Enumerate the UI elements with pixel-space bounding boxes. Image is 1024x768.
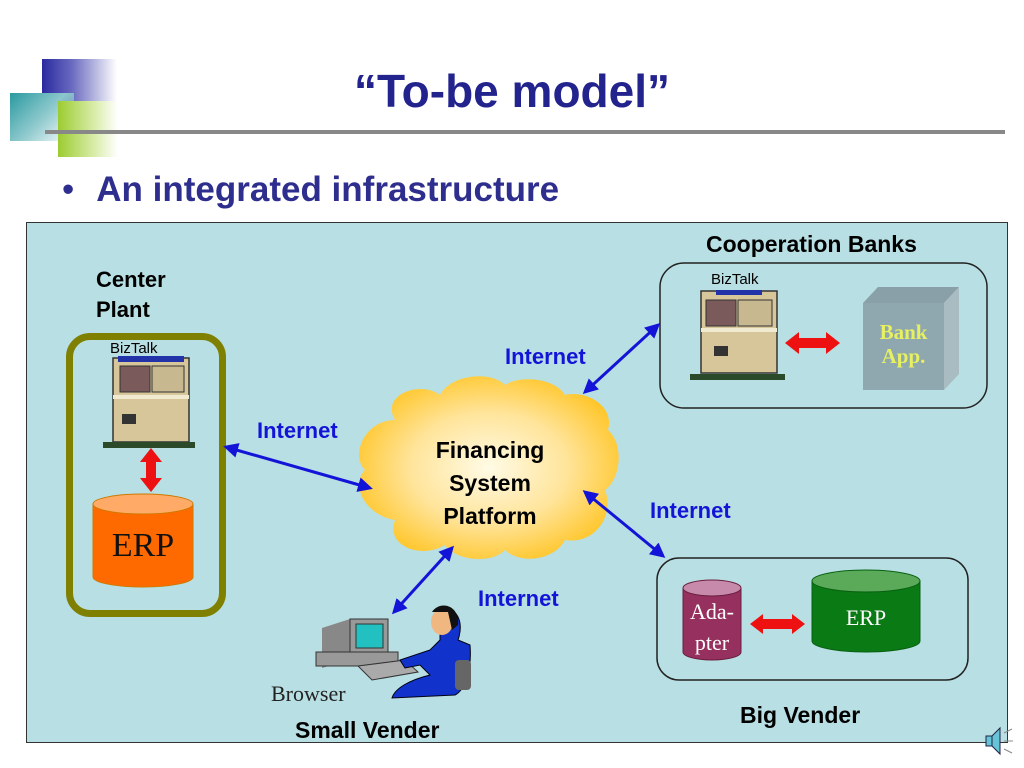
platform-label: Financing System Platform [405, 434, 575, 533]
big-vender-erp-database-icon [811, 569, 921, 653]
bank-app-label-line1: Bank [879, 320, 928, 344]
cooperation-banks-label: Cooperation Banks [706, 231, 917, 257]
big-vender-group [656, 557, 969, 681]
center-plant-label-line2: Plant [96, 297, 150, 322]
center-local-arrow [140, 448, 162, 492]
browser-label: Browser [271, 681, 346, 706]
bank-app-cube-icon [863, 287, 959, 390]
adapter-database-icon [682, 579, 742, 661]
bank-local-arrow [785, 332, 840, 354]
logo-block-green [58, 101, 118, 157]
adapter-label-line2: pter [694, 630, 730, 655]
small-vender-label: Small Vender [295, 717, 440, 743]
big-vender-erp-label: ERP [845, 605, 887, 630]
internet-arrow-small-vender [391, 545, 455, 615]
internet-label-center-plant: Internet [257, 418, 338, 443]
bullet-point: • An integrated infrastructure [62, 170, 559, 210]
internet-label-cooperation-banks: Internet [505, 344, 586, 369]
platform-label-line1: Financing [435, 437, 545, 463]
speaker-icon[interactable] [985, 726, 1013, 756]
internet-label-small-vender: Internet [478, 586, 559, 611]
internet-arrow-cooperation-banks [582, 322, 661, 395]
internet-arrow-center-plant [223, 443, 373, 492]
bullet-text: An integrated infrastructure [96, 170, 560, 209]
platform-label-line2: System [449, 470, 531, 496]
small-vender-user-icon [391, 605, 471, 699]
center-biztalk-server-icon [103, 356, 195, 448]
platform-label-line3: Platform [443, 503, 537, 529]
bank-biztalk-label: BizTalk [711, 271, 759, 288]
financing-platform-cloud-icon [359, 376, 619, 560]
bullet-marker: • [62, 170, 75, 209]
center-plant-label: Center Plant [96, 265, 166, 325]
bank-biztalk-server-icon [690, 290, 785, 380]
small-vender-computer-icon [315, 618, 420, 681]
center-plant-group [66, 333, 226, 617]
center-erp-label: ERP [111, 527, 175, 564]
internet-label-big-vender: Internet [650, 498, 731, 523]
bank-app-label: Bank App. [863, 320, 944, 368]
center-plant-label-line1: Center [96, 267, 166, 292]
center-erp-database-icon [92, 493, 194, 588]
adapter-label-line1: Ada- [690, 599, 734, 624]
title-divider [45, 130, 1005, 134]
big-vender-local-arrow [750, 614, 805, 634]
internet-arrow-big-vender [582, 490, 666, 558]
center-biztalk-label: BizTalk [110, 340, 158, 357]
slide-title: “To-be model” [353, 65, 671, 117]
big-vender-label: Big Vender [740, 702, 861, 728]
bank-app-label-line2: App. [881, 344, 926, 368]
adapter-label: Ada- pter [683, 596, 741, 658]
